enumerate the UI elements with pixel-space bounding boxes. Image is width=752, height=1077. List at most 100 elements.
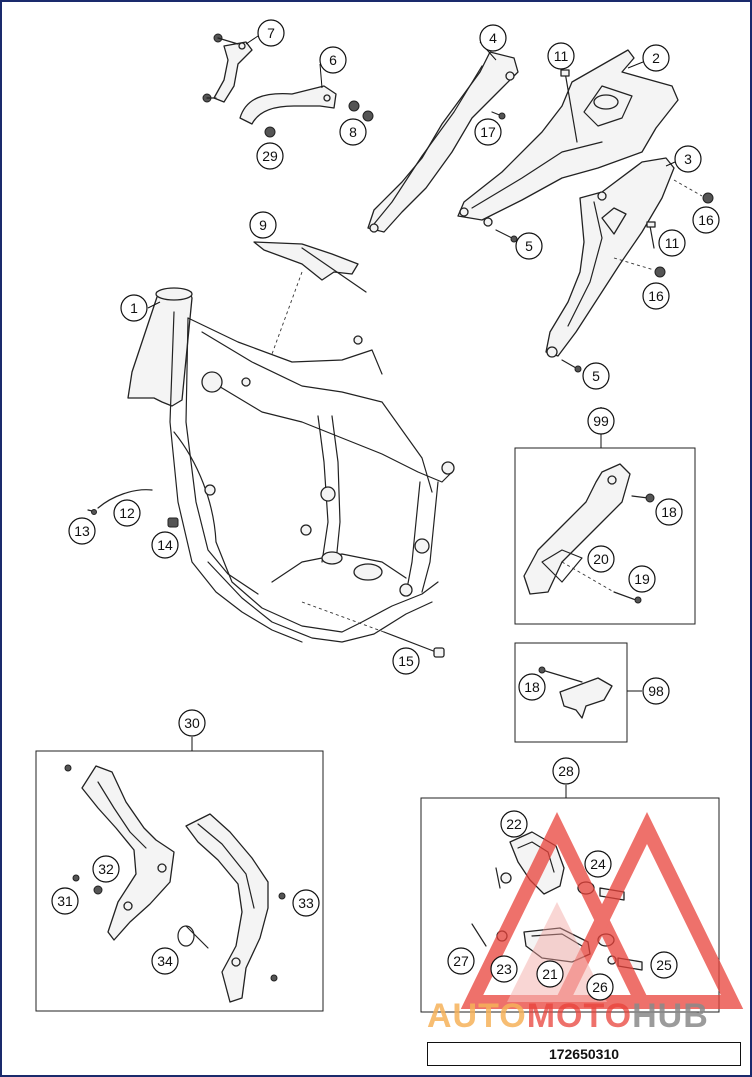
callout-circle <box>582 362 610 390</box>
callout-circle <box>658 229 686 257</box>
screws-33 <box>270 892 286 982</box>
bolt-11b <box>646 221 656 249</box>
main-frame-1 <box>127 287 455 643</box>
callout-c29: 29 <box>256 142 284 170</box>
callout-circle <box>642 282 670 310</box>
callout-label: 11 <box>554 48 569 64</box>
callout-circle <box>642 44 670 72</box>
callout-circle <box>490 955 518 983</box>
callout-circle <box>339 118 367 146</box>
callout-circle <box>547 42 575 70</box>
callout-label: 18 <box>661 504 677 520</box>
callout-c1: 1 <box>120 294 148 322</box>
logo-part-moto: MOTO <box>526 997 633 1035</box>
callout-label: 31 <box>57 893 73 909</box>
callout-c11b: 11 <box>658 229 686 257</box>
logo-part-hub: HUB <box>632 997 709 1035</box>
plate-9 <box>253 241 367 355</box>
callout-circle <box>628 565 656 593</box>
callout-circle <box>674 145 702 173</box>
callout-c24: 24 <box>584 850 612 878</box>
callout-label: 4 <box>489 30 497 46</box>
callout-label: 7 <box>267 25 275 41</box>
callout-c21: 21 <box>536 960 564 988</box>
callout-c28: 28 <box>552 757 580 785</box>
bracket-6 <box>239 85 337 125</box>
callout-c18a: 18 <box>655 498 683 526</box>
bolt-5a <box>495 229 518 243</box>
callout-circle <box>474 118 502 146</box>
bolt-5b <box>561 359 582 373</box>
callout-circle <box>500 810 528 838</box>
callout-circle <box>552 757 580 785</box>
callout-c30: 30 <box>178 709 206 737</box>
callout-c33: 33 <box>292 889 320 917</box>
callout-circle <box>257 19 285 47</box>
callout-circle <box>536 960 564 988</box>
callout-label: 26 <box>592 979 608 995</box>
callout-label: 1 <box>130 300 138 316</box>
callout-c18b: 18 <box>518 673 546 701</box>
callout-label: 99 <box>593 413 609 429</box>
callout-c19: 19 <box>628 565 656 593</box>
callout-c22: 22 <box>500 810 528 838</box>
callout-circle <box>642 677 670 705</box>
callout-label: 5 <box>592 368 600 384</box>
callout-c9: 9 <box>249 211 277 239</box>
callout-label: 22 <box>506 816 522 832</box>
nut-16a <box>673 179 714 204</box>
frame-guard-right <box>185 813 269 1003</box>
watermark-logo <box>460 812 744 1009</box>
callout-circle <box>178 709 206 737</box>
nut-16b <box>613 257 666 278</box>
callout-circle <box>392 647 420 675</box>
callout-label: 34 <box>157 953 173 969</box>
logo-part-auto: AUTO <box>427 997 527 1035</box>
callout-label: 3 <box>684 151 692 167</box>
screw-18a <box>631 493 655 503</box>
callout-label: 29 <box>262 148 278 164</box>
callout-circle <box>655 498 683 526</box>
callout-label: 30 <box>184 715 200 731</box>
kit-box-28 <box>420 797 720 1013</box>
callout-circle <box>584 850 612 878</box>
callout-label: 98 <box>648 683 664 699</box>
callout-label: 32 <box>98 861 114 877</box>
callout-circle <box>120 294 148 322</box>
callout-label: 2 <box>652 50 660 66</box>
callout-c3: 3 <box>674 145 702 173</box>
frame-guard-32 <box>81 765 175 941</box>
callout-circle <box>319 46 347 74</box>
callout-circle <box>518 673 546 701</box>
callout-c34: 34 <box>151 947 179 975</box>
callout-c6: 6 <box>319 46 347 74</box>
subframe-rear-3 <box>545 157 675 358</box>
bracket-7 <box>202 33 253 103</box>
callout-circle <box>515 232 543 260</box>
callout-label: 16 <box>698 212 714 228</box>
callout-c7: 7 <box>257 19 285 47</box>
cable-tie-34 <box>177 925 209 949</box>
callout-c98: 98 <box>642 677 670 705</box>
callout-circle <box>587 545 615 573</box>
callout-circle <box>650 951 678 979</box>
callout-c5a: 5 <box>515 232 543 260</box>
callout-c20: 20 <box>587 545 615 573</box>
callout-label: 5 <box>525 238 533 254</box>
callout-circle <box>447 947 475 975</box>
callout-label: 16 <box>648 288 664 304</box>
callout-label: 9 <box>259 217 267 233</box>
document-number: 172650310 <box>427 1042 741 1066</box>
callout-c27: 27 <box>447 947 475 975</box>
callout-c32: 32 <box>92 855 120 883</box>
chain-guide-20 <box>523 463 631 595</box>
callout-circle <box>586 973 614 1001</box>
callout-circle <box>51 887 79 915</box>
callout-label: 12 <box>119 505 135 521</box>
callout-c25: 25 <box>650 951 678 979</box>
callout-label: 11 <box>665 235 680 251</box>
callout-c16a: 16 <box>692 206 720 234</box>
